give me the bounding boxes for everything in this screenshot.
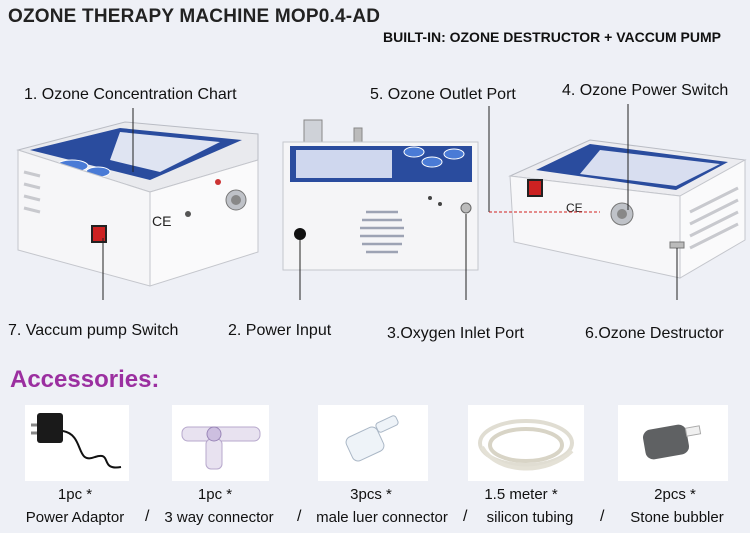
callout-oxygen-inlet: 3.Oxygen Inlet Port	[387, 325, 524, 342]
accessory-qty-3way-connector: 1pc *	[197, 486, 233, 503]
accessory-image-stone-bubbler	[618, 405, 728, 481]
accessory-qty-silicon-tubing: 1.5 meter *	[484, 486, 558, 503]
callout-power-switch: 4. Ozone Power Switch	[562, 82, 729, 99]
accessory-name-luer-connector: male luer connector	[316, 509, 448, 526]
builtin-subtitle: BUILT-IN: OZONE DESTRUCTOR + VACCUM PUMP	[383, 29, 721, 45]
device-middle	[282, 119, 479, 271]
callout-outlet-port: 5. Ozone Outlet Port	[370, 86, 516, 103]
separator: /	[463, 508, 468, 525]
accessory-qty-stone-bubbler: 2pcs *	[654, 486, 696, 503]
device-left: CE	[16, 121, 259, 287]
device-illustrations: CE	[16, 104, 747, 300]
separator: /	[600, 508, 605, 525]
callout-power-input: 2. Power Input	[228, 322, 332, 339]
accessory-name-stone-bubbler: Stone bubbler	[630, 509, 724, 526]
callout-ozone-chart: 1. Ozone Concentration Chart	[24, 86, 237, 103]
separator: /	[297, 508, 302, 525]
accessory-image-3way-connector	[172, 405, 269, 481]
page-title: OZONE THERAPY MACHINE MOP0.4-AD	[8, 6, 381, 27]
accessory-image-silicon-tubing	[468, 405, 584, 481]
vacuum-switch-left	[91, 225, 107, 243]
accessory-name-3way-connector: 3 way connector	[164, 509, 274, 526]
accessory-image-power-adaptor	[25, 405, 129, 481]
accessory-name-power-adaptor: Power Adaptor	[25, 509, 125, 526]
accessories-title: Accessories:	[10, 366, 160, 393]
accessory-image-luer-connector	[318, 405, 428, 481]
callout-ozone-destructor: 6.Ozone Destructor	[585, 325, 724, 342]
svg-text:CE: CE	[566, 201, 583, 215]
callout-lines	[102, 104, 678, 300]
accessory-qty-power-adaptor: 1pc *	[57, 486, 93, 503]
svg-text:CE: CE	[152, 213, 171, 229]
accessory-qty-luer-connector: 3pcs *	[350, 486, 392, 503]
accessory-name-silicon-tubing: silicon tubing	[486, 509, 574, 526]
separator: /	[145, 508, 150, 525]
callout-vacuum-switch: 7. Vaccum pump Switch	[8, 322, 179, 339]
